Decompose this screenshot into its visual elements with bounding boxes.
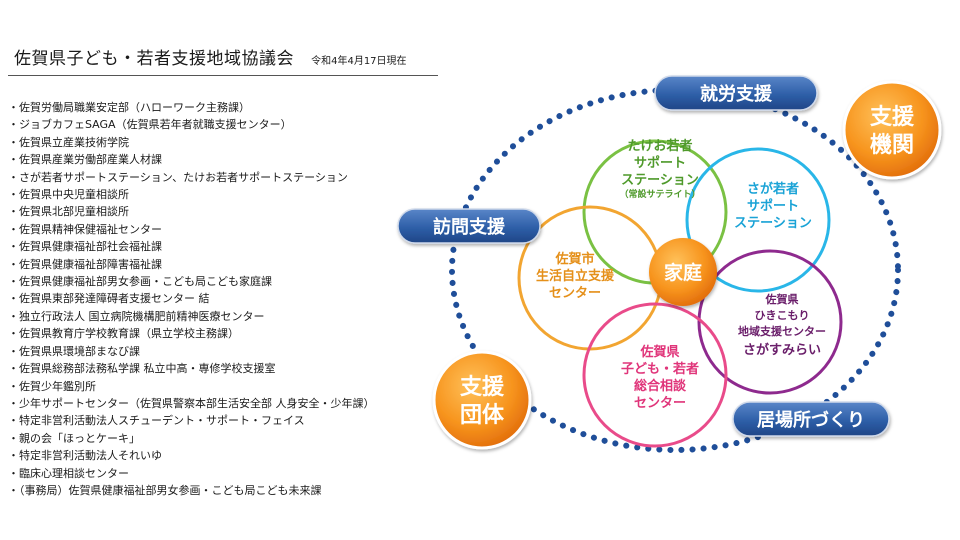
hikikomori-line2: ひきこもり	[755, 309, 810, 322]
takeo-line3: ステーション	[621, 173, 699, 188]
label-takeo: たけお若者 サポート ステーション （常設サテライト）	[619, 138, 700, 200]
as-of-date: 令和4年4月17日現在	[311, 56, 407, 67]
page-title: 佐賀県子ども・若者支援地域協議会	[14, 49, 294, 69]
member-item: ・特定非営利活動法人それいゆ	[8, 449, 162, 463]
member-item: ・（事務局）佐賀県健康福祉部男女参画・こども局こども未来課	[8, 483, 322, 497]
circle-kodomo	[582, 302, 728, 448]
jiritsu-line1: 佐賀市	[554, 251, 594, 267]
header: 佐賀県子ども・若者支援地域協議会 令和4年4月17日現在	[8, 44, 438, 76]
takeo-line2: サポート	[634, 155, 686, 171]
member-item: ・佐賀労働局職業安定部（ハローワーク主務課）	[8, 101, 250, 114]
banner-ibasho-label: 居場所づくり	[757, 410, 865, 431]
badge-dantai: 支援 団体	[432, 350, 532, 450]
member-item: ・ジョブカフェSAGA（佐賀県若年者就職支援センター）	[8, 118, 292, 132]
member-item: ・佐賀県健康福祉部社会福祉課	[8, 240, 162, 254]
kodomo-line3: 総合相談	[634, 378, 687, 394]
label-hikikomori: 佐賀県 ひきこもり 地域支援センター さがすみらい	[738, 292, 826, 358]
hikikomori-line1: 佐賀県	[765, 292, 799, 306]
label-jiritsu: 佐賀市 生活自立支援 センター	[536, 251, 615, 301]
jiritsu-line3: センター	[549, 286, 601, 301]
member-item: ・佐賀県総務部法務私学課 私立中高・専修学校支援室	[8, 362, 276, 376]
support-network-diagram: たけお若者 サポート ステーション （常設サテライト） さが若者 サポート ステ…	[397, 75, 942, 453]
kodomo-line4: センター	[634, 396, 686, 411]
member-item: ・臨床心理相談センター	[8, 466, 129, 480]
member-item: ・佐賀県中央児童相談所	[8, 188, 129, 202]
saga-line3: ステーション	[734, 216, 812, 231]
takeo-line1: たけお若者	[627, 138, 692, 154]
member-item: ・佐賀県健康福祉部男女参画・こども局こども家庭課	[8, 275, 272, 289]
banner-shuro: 就労支援	[654, 75, 818, 111]
banner-homon: 訪問支援	[397, 208, 541, 244]
circle-saga	[685, 147, 831, 293]
member-item: ・佐賀少年鑑別所	[8, 379, 96, 393]
jiritsu-line2: 生活自立支援	[536, 268, 615, 284]
member-item: ・さが若者サポートステーション、たけお若者サポートステーション	[8, 170, 348, 184]
label-saga: さが若者 サポート ステーション	[734, 181, 812, 231]
member-item: ・佐賀県教育庁学校教育課（県立学校主務課）	[8, 327, 239, 341]
takeo-sub: （常設サテライト）	[619, 188, 700, 200]
member-item: ・佐賀県健康福祉部障害福祉課	[8, 257, 162, 271]
member-item: ・独立行政法人 国立病院機構肥前精神医療センター	[8, 309, 265, 323]
member-item: ・佐賀県精神保健福祉センター	[8, 222, 162, 236]
hikikomori-line3: 地域支援センター	[738, 324, 826, 338]
kodomo-line1: 佐賀県	[639, 344, 679, 360]
badge-dantai-line1: 支援	[460, 375, 505, 400]
banner-homon-label: 訪問支援	[433, 216, 506, 238]
badge-kikan-line1: 支援	[870, 105, 915, 130]
badge-dantai-line2: 団体	[460, 403, 505, 428]
hikikomori-extra: さがすみらい	[743, 342, 821, 358]
member-item: ・佐賀県立産業技術学院	[8, 135, 129, 149]
member-item: ・親の会「ほっとケーキ」	[8, 431, 140, 445]
member-item: ・佐賀県県環境部まなび課	[8, 344, 140, 358]
badge-kikan: 支援 機関	[842, 80, 942, 180]
member-item: ・佐賀県北部児童相談所	[8, 205, 129, 219]
saga-line1: さが若者	[747, 181, 799, 197]
banner-shuro-label: 就労支援	[700, 83, 773, 105]
center-label: 家庭	[664, 261, 702, 284]
badge-kikan-line2: 機関	[870, 133, 914, 158]
circle-hikikomori	[697, 249, 843, 395]
saga-line2: サポート	[747, 198, 799, 214]
label-kodomo: 佐賀県 子ども・若者 総合相談 センター	[621, 344, 699, 411]
banner-ibasho: 居場所づくり	[732, 401, 890, 437]
center-home	[649, 238, 717, 306]
member-list: ・佐賀労働局職業安定部（ハローワーク主務課） ・ジョブカフェSAGA（佐賀県若年者…	[8, 99, 375, 499]
member-item: ・佐賀県産業労働部産業人材課	[8, 153, 162, 167]
kodomo-line2: 子ども・若者	[621, 361, 699, 377]
member-item: ・特定非営利活動法人スチューデント・サポート・フェイス	[8, 414, 305, 428]
member-item: ・佐賀県東部発達障碍者支援センター 結	[8, 292, 210, 306]
member-item: ・少年サポートセンター（佐賀県警察本部生活安全部 人身安全・少年課）	[8, 396, 375, 410]
